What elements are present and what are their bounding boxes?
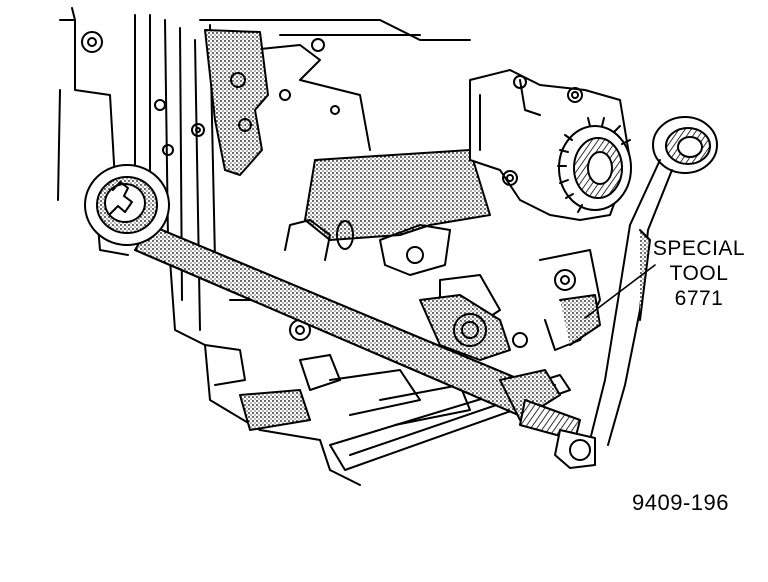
- callout-line-3: 6771: [674, 287, 724, 310]
- special-tool-6771: [519, 116, 718, 469]
- callout-line-1: SPECIAL: [652, 237, 746, 260]
- figure-number: 9409-196: [632, 490, 729, 515]
- callout-line-2: TOOL: [669, 262, 729, 285]
- pump-housing: [469, 69, 632, 221]
- special-tool-callout: SPECIAL TOOL 6771: [640, 236, 758, 311]
